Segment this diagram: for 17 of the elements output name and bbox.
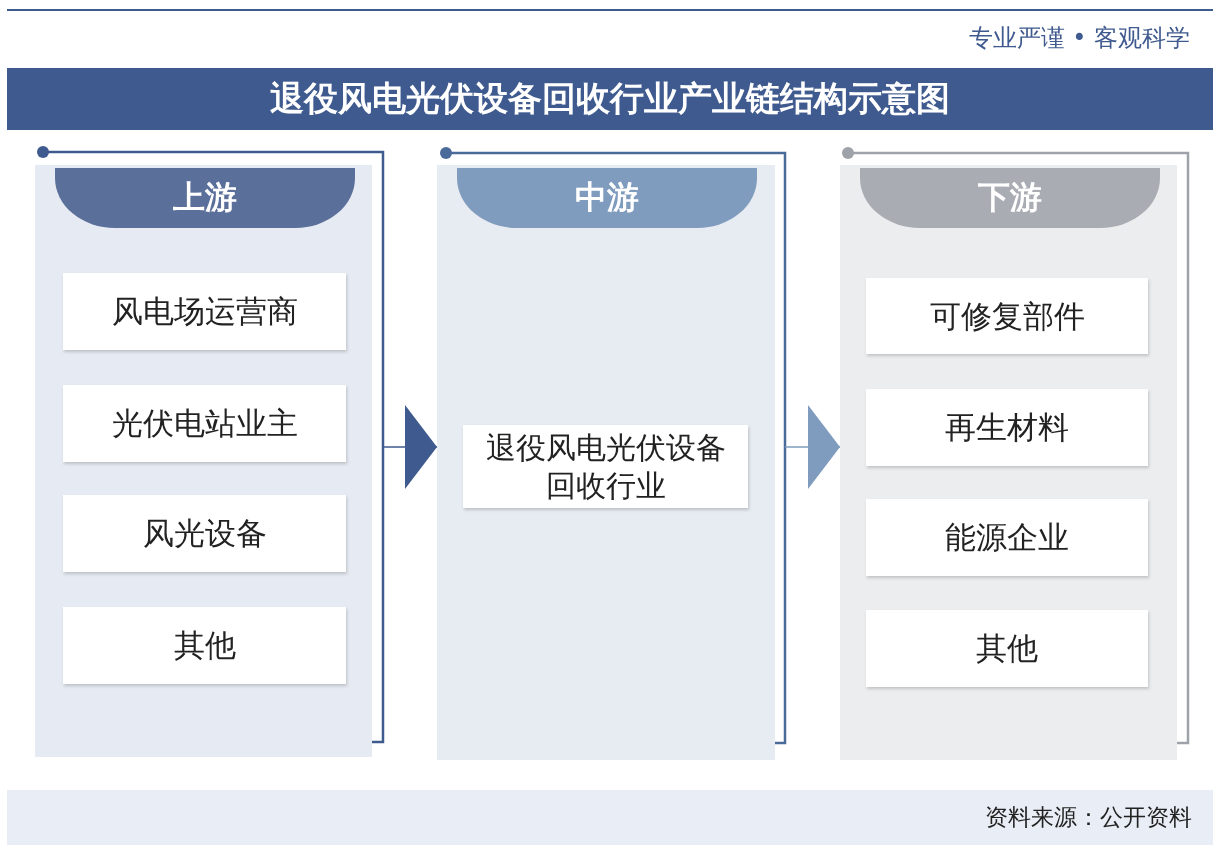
item-box: 能源企业 xyxy=(866,499,1148,576)
title-banner: 退役风电光伏设备回收行业产业链结构示意图 xyxy=(7,68,1213,130)
chevron-arrow xyxy=(784,405,841,489)
chevron-arrow xyxy=(382,405,438,489)
item-box: 其他 xyxy=(63,607,346,684)
column-header: 中游 xyxy=(457,168,757,228)
slogan-text: 专业严谨 • 客观科学 xyxy=(968,23,1190,54)
column-header: 下游 xyxy=(860,168,1160,228)
item-box: 退役风电光伏设备回收行业 xyxy=(463,425,748,508)
item-box: 光伏电站业主 xyxy=(63,385,346,462)
item-box: 风电场运营商 xyxy=(63,273,346,350)
item-box: 再生材料 xyxy=(866,389,1148,466)
source-note: 资料来源：公开资料 xyxy=(985,803,1192,832)
item-box: 可修复部件 xyxy=(866,278,1148,354)
item-box: 其他 xyxy=(866,610,1148,687)
column-header: 上游 xyxy=(55,168,355,228)
item-box: 风光设备 xyxy=(63,495,346,572)
